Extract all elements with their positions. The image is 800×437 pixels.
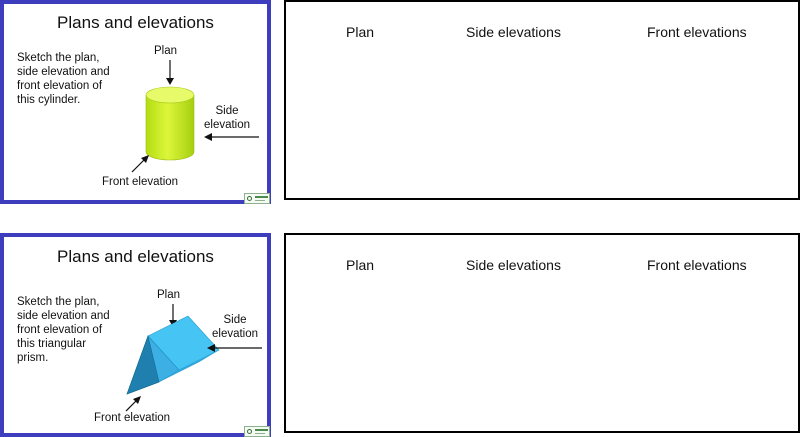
slide-title: Plans and elevations [57, 13, 214, 32]
answer-header-side-elevations: Side elevations [466, 257, 561, 273]
plan-down-arrow-icon [166, 60, 174, 85]
answer-header-front-elevations: Front elevations [647, 24, 747, 40]
side-left-arrow-icon [204, 133, 259, 141]
plan-label: Plan [154, 45, 178, 57]
front-diagonal-arrow-icon [125, 396, 141, 412]
front-elevation-label: Front elevation [102, 176, 179, 188]
answer-header-plan: Plan [346, 24, 375, 40]
side-left-arrow-icon [207, 344, 262, 352]
answer-header-front-elevations: Front elevations [647, 257, 747, 273]
answer-box-triangular-prism: Plan Side elevations Front elevations [284, 233, 800, 433]
logo-icon [244, 426, 270, 437]
triangular-prism-shape [126, 315, 220, 395]
answer-header-plan: Plan [346, 257, 375, 273]
plan-label: Plan [157, 289, 181, 301]
front-diagonal-arrow-icon [131, 155, 149, 173]
cylinder-shape [145, 86, 195, 161]
slide-triangular-prism: Plans and elevations Sketch the plan, si… [0, 233, 271, 437]
side-elevation-label: Side elevation [204, 105, 251, 131]
front-elevation-label: Front elevation [94, 412, 171, 424]
slide-instructions: Sketch the plan, side elevation and fron… [17, 296, 110, 364]
logo-icon [244, 193, 270, 204]
answer-header-side-elevations: Side elevations [466, 24, 561, 40]
answer-box-cylinder: Plan Side elevations Front elevations [284, 0, 800, 200]
side-elevation-label: Side elevation [212, 314, 259, 340]
slide-cylinder: Plans and elevations Sketch the plan, si… [0, 0, 271, 204]
slide-title: Plans and elevations [57, 247, 214, 266]
slide-instructions: Sketch the plan, side elevation and fron… [17, 52, 110, 106]
